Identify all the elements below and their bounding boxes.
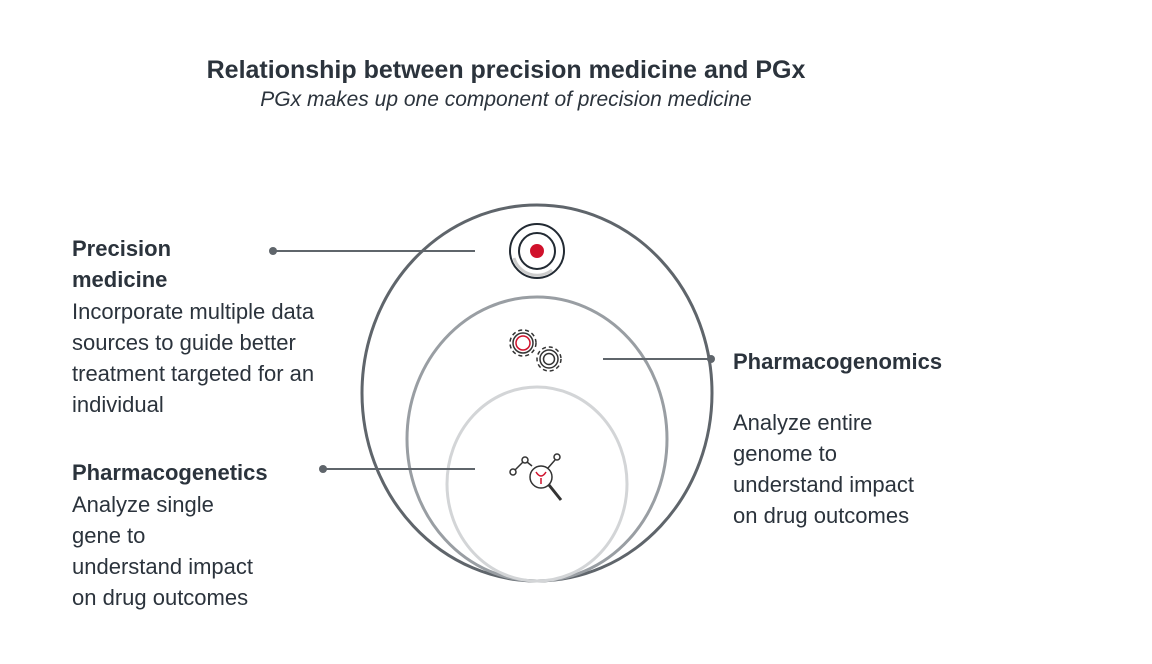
pharmacogenetics-heading: Pharmacogenetics — [72, 460, 268, 485]
connector-genomics — [603, 355, 715, 363]
pharmacogenomics-desc: Analyze entire genome to understand impa… — [733, 407, 914, 531]
desc-line: sources to guide better — [72, 330, 296, 355]
gears-icon — [509, 329, 562, 372]
diagram-subtitle: PGx makes up one component of precision … — [260, 88, 752, 111]
diagram-title: Relationship between precision medicine … — [206, 56, 806, 84]
pharmacogenomics-heading: Pharmacogenomics — [733, 349, 943, 374]
molecule-magnifier-icon — [509, 453, 563, 501]
desc-line: Analyze entire — [733, 410, 873, 435]
desc-line: on drug outcomes — [733, 503, 910, 528]
pharmacogenomics-circle — [405, 295, 669, 583]
desc-line: genome to — [733, 441, 837, 466]
desc-line: treatment targeted for an — [72, 361, 315, 386]
desc-line: gene to — [72, 523, 146, 548]
pharmacogenetics-circle — [445, 385, 629, 583]
connector-precision — [269, 247, 475, 255]
desc-line: Incorporate multiple data — [72, 299, 315, 324]
desc-line: on drug outcomes — [72, 585, 249, 610]
desc-line: individual — [72, 392, 164, 417]
precision-medicine-heading-2: medicine — [72, 267, 168, 292]
pharmacogenetics-desc: Analyze single gene to understand impact… — [72, 489, 253, 613]
connector-genetics — [319, 465, 475, 473]
precision-medicine-heading-1: Precision — [72, 236, 172, 261]
desc-line: understand impact — [733, 472, 914, 497]
desc-line: Analyze single — [72, 492, 214, 517]
target-icon — [509, 223, 565, 279]
desc-line: understand impact — [72, 554, 253, 579]
precision-medicine-desc: Incorporate multiple data sources to gui… — [72, 296, 314, 420]
